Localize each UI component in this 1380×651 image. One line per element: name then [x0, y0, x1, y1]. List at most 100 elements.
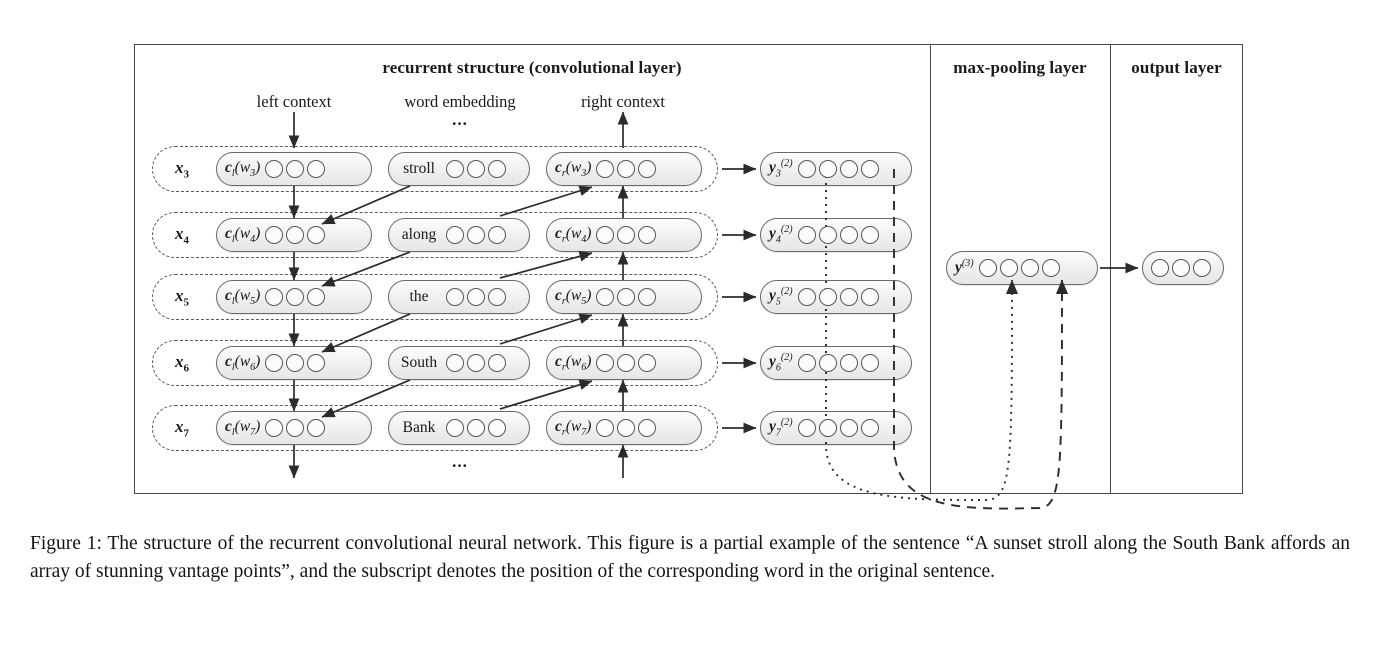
hidden-vector-node-y2[interactable]: y4(2) [760, 218, 912, 252]
vector-unit-circle [1041, 259, 1060, 277]
vector-unit-circle [488, 160, 506, 178]
vector-unit-circle [1151, 259, 1169, 277]
vector-unit-circle [467, 226, 485, 244]
vector-unit-circle [839, 288, 858, 306]
panel-title-maxpooling: max-pooling layer [953, 58, 1087, 77]
word-embedding-node[interactable]: the [388, 280, 530, 314]
input-row-capsule [152, 146, 718, 192]
left-context-node[interactable]: cl(w6) [216, 346, 372, 380]
vector-unit-circle [467, 419, 485, 437]
vector-unit-circle [818, 160, 837, 178]
vector-unit-circle [307, 226, 326, 244]
y2-node-label: y6(2) [769, 352, 793, 374]
right-context-node[interactable]: cr(w6) [546, 346, 702, 380]
vector-unit-circle [596, 354, 615, 372]
input-row-capsule [152, 405, 718, 451]
input-row-capsule [152, 274, 718, 320]
column-label-left-context: left context [256, 92, 332, 111]
vector-unit-circle [797, 419, 816, 437]
vector-unit-circle [617, 288, 636, 306]
right-context-label: cr(w6) [555, 352, 592, 374]
vector-unit-circle [818, 419, 837, 437]
word-embedding-label: stroll [403, 160, 435, 177]
vector-unit-circle [307, 288, 326, 306]
right-context-label: cr(w7) [555, 417, 592, 439]
right-context-node[interactable]: cr(w3) [546, 152, 702, 186]
vector-unit-circle [286, 419, 305, 437]
left-context-label: cl(w5) [225, 286, 261, 308]
vector-unit-circle [839, 226, 858, 244]
row-label-x: x3 [175, 157, 189, 181]
left-context-node[interactable]: cl(w4) [216, 218, 372, 252]
left-context-label: cl(w6) [225, 352, 261, 374]
vector-unit-circle [446, 160, 464, 178]
y2-node-label: y4(2) [769, 224, 793, 246]
vector-unit-circle [488, 354, 506, 372]
input-row-capsule [152, 340, 718, 386]
vector-unit-circle [307, 419, 326, 437]
vector-unit-circle [265, 226, 284, 244]
hidden-vector-node-y2[interactable]: y7(2) [760, 411, 912, 445]
vector-unit-circle [638, 354, 657, 372]
left-context-node[interactable]: cl(w7) [216, 411, 372, 445]
vector-unit-circle [265, 419, 284, 437]
pool-node-label: y(3) [955, 258, 974, 277]
vector-unit-circle [307, 354, 326, 372]
vector-unit-circle [818, 354, 837, 372]
y2-node-label: y3(2) [769, 158, 793, 180]
vector-unit-circle [488, 288, 506, 306]
row-label-x: x6 [175, 351, 189, 375]
vector-unit-circle [797, 354, 816, 372]
hidden-vector-node-y2[interactable]: y3(2) [760, 152, 912, 186]
panel-title-recurrent: recurrent structure (convolutional layer… [382, 58, 682, 77]
hidden-vector-node-y2[interactable]: y6(2) [760, 346, 912, 380]
vector-unit-circle [860, 226, 879, 244]
left-context-label: cl(w7) [225, 417, 261, 439]
word-embedding-node[interactable]: stroll [388, 152, 530, 186]
vector-unit-circle [446, 419, 464, 437]
hidden-vector-node-y2[interactable]: y5(2) [760, 280, 912, 314]
vector-unit-circle [617, 354, 636, 372]
vector-unit-circle [1193, 259, 1211, 277]
row-label-x: x5 [175, 285, 189, 309]
column-label-word-embedding: word embedding [404, 92, 516, 111]
vector-unit-circle [596, 419, 615, 437]
word-embedding-node[interactable]: Bank [388, 411, 530, 445]
right-context-label: cr(w4) [555, 224, 592, 246]
left-context-label: cl(w3) [225, 158, 261, 180]
vector-unit-circle [860, 419, 879, 437]
vector-unit-circle [488, 226, 506, 244]
vector-unit-circle [488, 419, 506, 437]
vector-unit-circle [818, 226, 837, 244]
vector-unit-circle [818, 288, 837, 306]
max-pooling-vector-node[interactable]: y(3) [946, 251, 1098, 285]
row-label-x: x4 [175, 223, 189, 247]
vector-unit-circle [978, 259, 997, 277]
vector-unit-circle [617, 160, 636, 178]
vector-unit-circle [307, 160, 326, 178]
figure-caption: Figure 1: The structure of the recurrent… [30, 533, 1350, 582]
word-embedding-node[interactable]: along [388, 218, 530, 252]
ellipsis-bottom: ... [452, 452, 468, 471]
vector-unit-circle [1020, 259, 1039, 277]
left-context-node[interactable]: cl(w5) [216, 280, 372, 314]
ellipsis-top: ... [452, 110, 468, 129]
vector-unit-circle [446, 288, 464, 306]
vector-unit-circle [638, 160, 657, 178]
output-vector-node[interactable] [1142, 251, 1224, 285]
right-context-node[interactable]: cr(w4) [546, 218, 702, 252]
vector-unit-circle [839, 354, 858, 372]
vector-unit-circle [999, 259, 1018, 277]
vector-unit-circle [860, 288, 879, 306]
vector-unit-circle [286, 288, 305, 306]
left-context-node[interactable]: cl(w3) [216, 152, 372, 186]
vector-unit-circle [446, 354, 464, 372]
right-context-node[interactable]: cr(w5) [546, 280, 702, 314]
right-context-node[interactable]: cr(w7) [546, 411, 702, 445]
word-embedding-node[interactable]: South [388, 346, 530, 380]
vector-unit-circle [860, 160, 879, 178]
vector-unit-circle [839, 419, 858, 437]
panel-title-output: output layer [1131, 58, 1222, 77]
vector-unit-circle [839, 160, 858, 178]
